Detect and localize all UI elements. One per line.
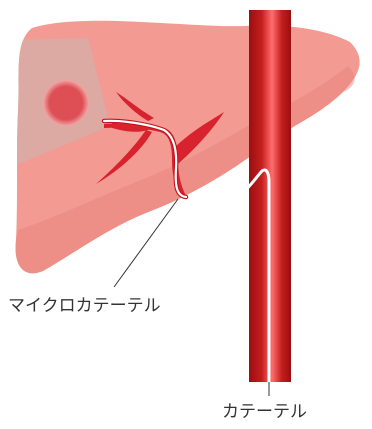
microcatheter-label: マイクロカテーテル	[8, 296, 161, 316]
tumor-icon	[43, 80, 89, 126]
catheter-label: カテーテル	[222, 402, 307, 422]
